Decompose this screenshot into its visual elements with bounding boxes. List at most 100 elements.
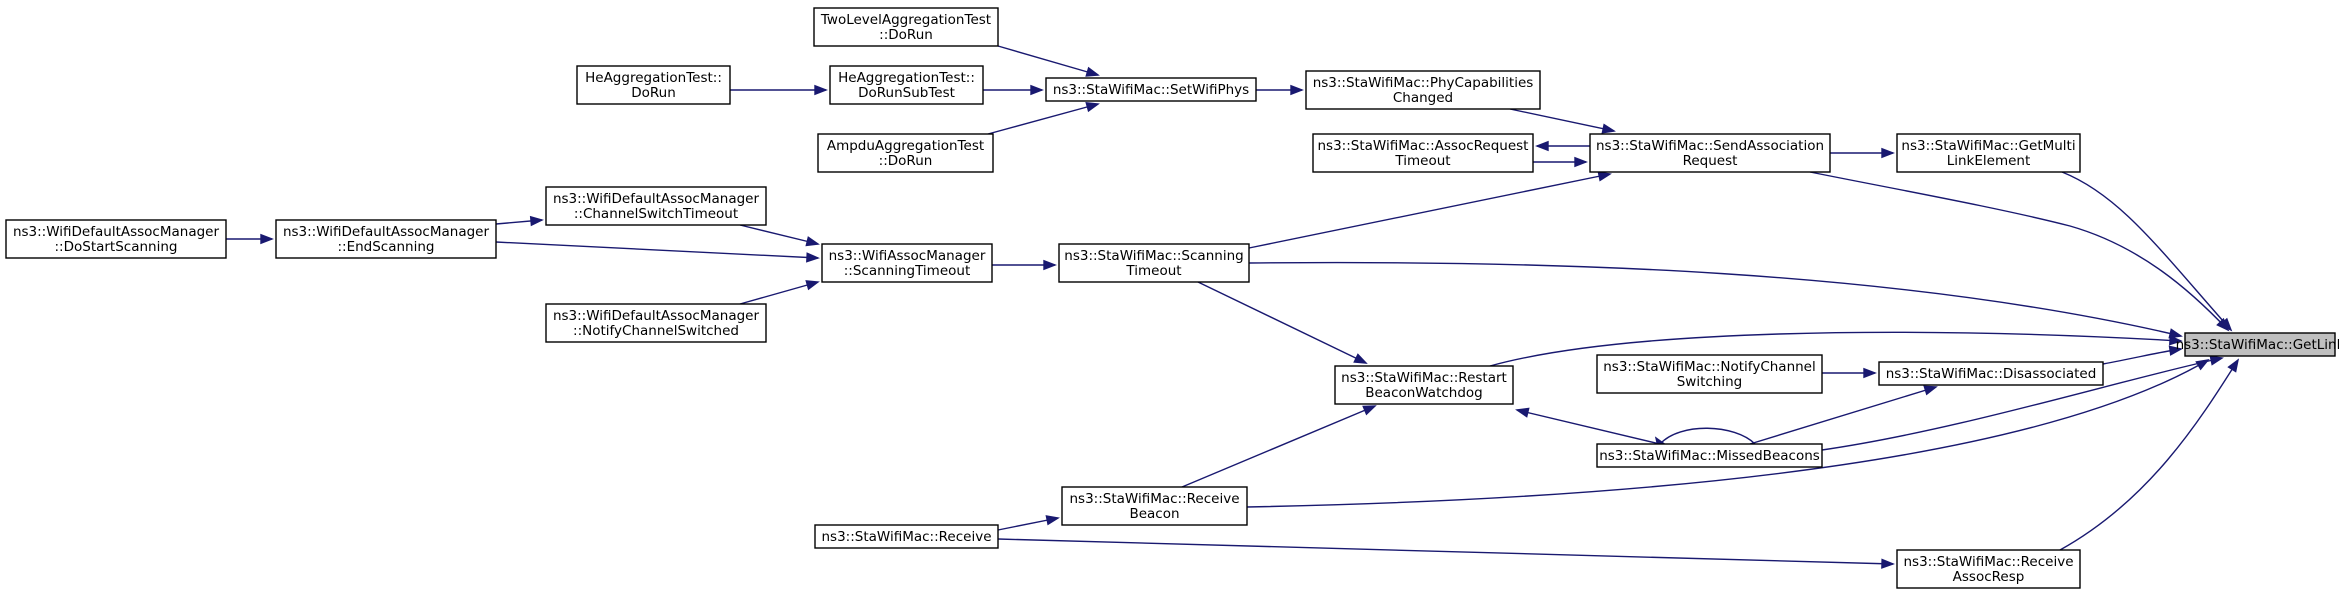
edge-line [1246,359,2209,508]
node-label: ns3::WifiDefaultAssocManager [283,224,490,240]
node-scanning-timeout-sm[interactable]: ns3::StaWifiMac::ScanningTimeout [1058,243,1250,283]
node-label: ::NotifyChannelSwitched [573,323,739,339]
edge-get-multi-link-to-get-link [2061,171,2233,332]
edge-ampdu-agg-to-set-wifi-phys [987,102,1100,135]
arrowhead [260,233,274,245]
node-box [545,186,767,226]
node-box [814,524,999,549]
node-box [1896,549,2081,589]
edge-line [2059,359,2239,551]
edge-line [1809,171,2229,331]
node-do-start-scanning[interactable]: ns3::WifiDefaultAssocManager::DoStartSca… [5,219,227,259]
node-he-agg-dorunsubtest[interactable]: HeAggregationTest::DoRunSubTest [829,65,984,105]
arrowhead [1043,259,1057,271]
node-label: ::ScanningTimeout [844,263,971,279]
edge-line [1248,261,2182,337]
node-label: AmpduAggregationTest [827,138,984,154]
node-missed-beacons[interactable]: ns3::StaWifiMac::MissedBeacons [1596,443,1823,468]
node-scanning-timeout-am[interactable]: ns3::WifiAssocManager::ScanningTimeout [821,243,993,283]
node-label: AssocResp [1953,569,2025,585]
edge-line [739,281,819,305]
edge-line [997,538,1894,565]
node-label: LinkElement [1947,153,2031,169]
node-set-wifi-phys[interactable]: ns3::StaWifiMac::SetWifiPhys [1045,77,1257,102]
node-receive[interactable]: ns3::StaWifiMac::Receive [814,524,999,549]
node-label: ::ChannelSwitchTimeout [574,206,738,222]
edge-restart-beacon-wd-to-get-link [1489,331,2183,367]
node-two-level-agg[interactable]: TwoLevelAggregationTest::DoRun [813,7,999,47]
edge-missed-beacons-to-restart-beacon-wd [1515,407,1661,445]
edge-line [1197,281,1367,364]
arrowhead [1601,123,1616,134]
edge-scanning-timeout-am-to-scanning-timeout-sm [992,259,1057,271]
edge-line [1248,173,1611,249]
node-channel-switch-to[interactable]: ns3::WifiDefaultAssocManager::ChannelSwi… [545,186,767,226]
edge-do-start-scanning-to-end-scanning [226,233,274,245]
arrowhead [1085,66,1100,77]
node-box [1061,486,1248,526]
node-label: ns3::WifiDefaultAssocManager [13,224,220,240]
node-box [1596,443,1823,468]
node-box [1589,133,1831,173]
node-end-scanning[interactable]: ns3::WifiDefaultAssocManager::EndScannin… [275,219,497,259]
node-label: ns3::StaWifiMac::MissedBeacons [1599,448,1820,464]
node-label: ns3::StaWifiMac::Scanning [1064,248,1243,264]
node-box [5,219,227,259]
node-get-link[interactable]: ns3::StaWifiMac::GetLink [2176,332,2339,357]
node-label: Timeout [1394,153,1450,169]
arrowhead [1030,84,1044,96]
arrowhead [1881,147,1895,159]
node-label: TwoLevelAggregationTest [820,12,991,28]
edge-notify-channel-sw-to-disassociated [1822,367,1877,379]
edge-scanning-timeout-sm-to-restart-beacon-wd [1197,281,1368,364]
node-label: ns3::StaWifiMac::Restart [1341,370,1507,386]
node-box [1312,133,1534,173]
arrowhead [805,280,820,291]
edge-notify-ch-switched-to-scanning-timeout-am [739,280,820,305]
node-he-agg-dorun[interactable]: HeAggregationTest::DoRun [576,65,731,105]
node-box [1045,77,1257,102]
node-notify-ch-switched[interactable]: ns3::WifiDefaultAssocManager::NotifyChan… [545,303,767,343]
node-label: ::DoRun [879,27,933,43]
edge-line [1655,427,1756,446]
edge-scanning-timeout-sm-to-get-link [1248,261,2183,339]
node-box [576,65,731,105]
edge-line [495,241,819,259]
edge-he-agg-dorun-to-he-agg-dorunsubtest [730,84,828,96]
arrowhead [1362,405,1377,416]
node-label: Switching [1677,374,1743,390]
edge-receive-assoc-resp-to-get-link [2059,358,2240,551]
node-box [275,219,497,259]
node-box [1878,361,2104,386]
edge-disassociated-to-get-link [2102,345,2183,365]
node-label: Changed [1393,90,1453,106]
edge-line [2061,171,2232,331]
arrowhead [1574,156,1588,168]
node-box [2184,332,2336,357]
edge-end-scanning-to-scanning-timeout-am [495,241,820,263]
node-label: ::EndScanning [337,239,434,255]
node-label: ns3::StaWifiMac::Disassociated [1886,366,2097,382]
node-label: ns3::StaWifiMac::Receive [821,529,991,545]
node-ampdu-agg[interactable]: AmpduAggregationTest::DoRun [817,133,994,173]
arrowhead [1085,102,1100,113]
edge-line [987,103,1099,135]
arrowhead [2227,358,2240,373]
arrowhead [806,252,820,263]
node-disassociated[interactable]: ns3::StaWifiMac::Disassociated [1878,361,2104,386]
edge-missed-beacons-to-disassociated [1749,385,1938,445]
edge-line [1181,405,1376,488]
node-box [1058,243,1250,283]
edge-scanning-timeout-sm-to-send-assoc-req [1248,171,1612,249]
edge-he-agg-dorunsubtest-to-set-wifi-phys [983,84,1044,96]
edge-phy-cap-changed-to-send-assoc-req [1509,108,1616,134]
